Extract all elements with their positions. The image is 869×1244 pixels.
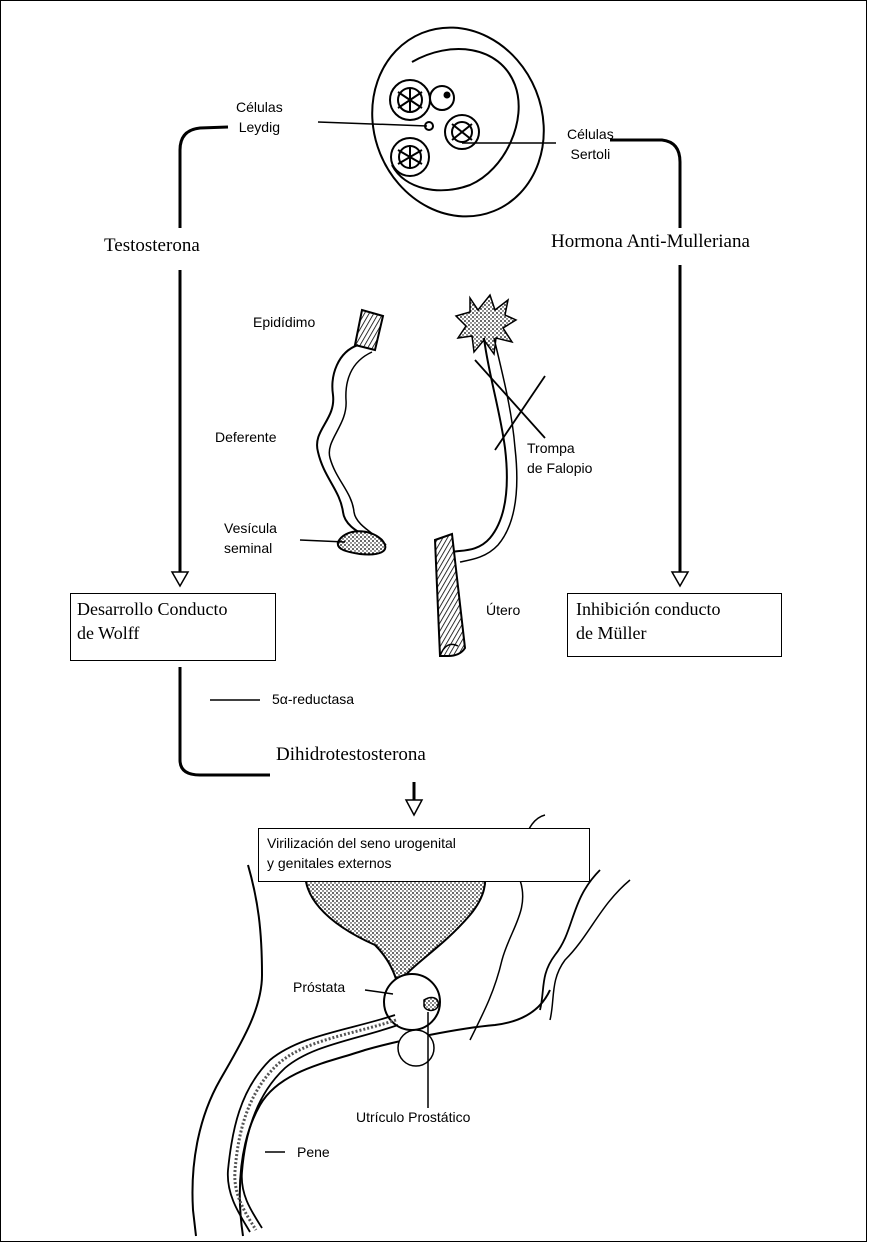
sertoli-label-line1: Células	[567, 124, 614, 144]
utero-label: Útero	[486, 600, 520, 620]
epididimo-label: Epidídimo	[253, 312, 315, 332]
seminiferous-tubule	[445, 115, 479, 149]
pene-label: Pene	[297, 1142, 330, 1162]
arrowhead	[672, 572, 688, 586]
testis-cross-section	[344, 2, 572, 243]
vesicula-label-line1: Vesícula	[224, 518, 277, 538]
amh-label: Hormona Anti-Mulleriana	[551, 231, 750, 253]
arrowhead	[172, 572, 188, 586]
amh-pathway	[610, 140, 680, 572]
muller-box-line2: de Müller	[576, 621, 773, 645]
muller-box-line1: Inhibición conducto	[576, 597, 773, 621]
trompa-label-line2: de Falopio	[527, 458, 592, 478]
uterus	[435, 534, 465, 656]
virilizacion-box-line1: Virilización del seno urogenital	[267, 833, 581, 853]
leydig-label: Células Leydig	[236, 97, 283, 137]
vesicula-label: Vesícula seminal	[224, 518, 277, 558]
wolff-box-line2: de Wolff	[77, 621, 269, 645]
utriculo-label: Utrículo Prostático	[356, 1107, 470, 1127]
wolffian-duct-drawing	[300, 310, 386, 554]
sertoli-label: Células Sertoli	[567, 124, 614, 164]
seminal-vesicle	[338, 531, 386, 554]
seminiferous-tubule	[430, 86, 454, 110]
reductasa-label: 5α-reductasa	[272, 689, 354, 709]
epididymis	[355, 310, 383, 350]
trompa-label-line1: Trompa	[527, 438, 592, 458]
seminiferous-tubule	[391, 138, 429, 176]
deferente-label: Deferente	[215, 427, 276, 447]
seminiferous-tubule	[390, 80, 430, 120]
vesicula-label-line2: seminal	[224, 538, 277, 558]
arrowhead	[406, 800, 422, 815]
leydig-label-line2: Leydig	[236, 117, 283, 137]
wolff-box: Desarrollo Conducto de Wolff	[70, 593, 276, 661]
wolff-box-line1: Desarrollo Conducto	[77, 597, 269, 621]
muller-box: Inhibición conducto de Müller	[567, 593, 782, 657]
dht-label: Dihidrotestosterona	[276, 744, 426, 766]
prostata-label: Próstata	[293, 977, 345, 997]
virilizacion-box-line2: y genitales externos	[267, 853, 581, 873]
testosterona-label: Testosterona	[104, 235, 200, 257]
dht-pathway	[180, 667, 270, 775]
fimbriae	[456, 295, 516, 354]
sertoli-label-line2: Sertoli	[567, 144, 614, 164]
leydig-label-line1: Células	[236, 97, 283, 117]
testosterone-pathway	[180, 127, 228, 572]
trompa-label: Trompa de Falopio	[527, 438, 592, 478]
virilizacion-box: Virilización del seno urogenital y genit…	[258, 828, 590, 882]
